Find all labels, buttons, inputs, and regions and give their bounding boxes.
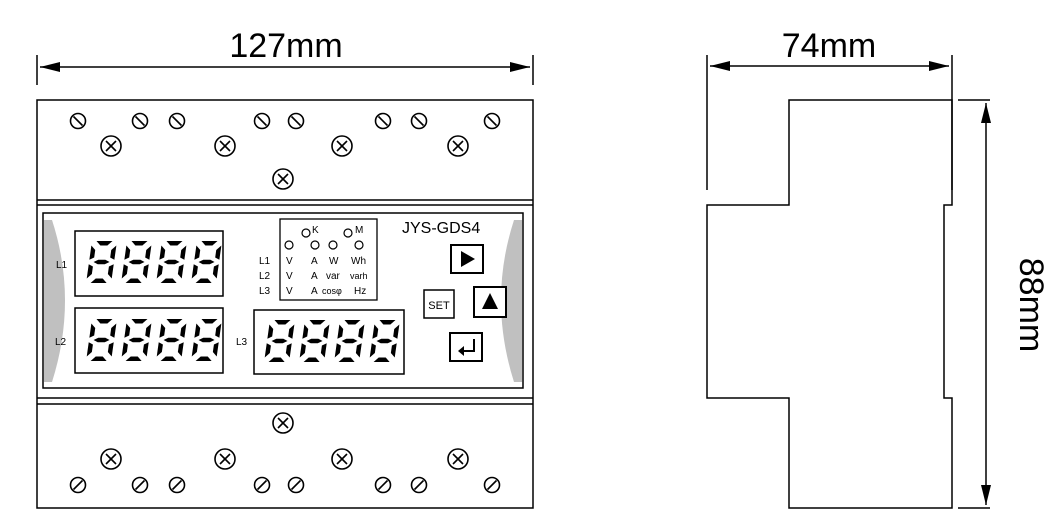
display-digit bbox=[121, 319, 152, 361]
mark-m: M bbox=[355, 225, 363, 236]
display-digit bbox=[121, 241, 152, 283]
slot-screw-icon bbox=[131, 476, 149, 494]
display-digit bbox=[86, 319, 117, 361]
row-l2-cell-4: varh bbox=[350, 271, 368, 281]
terminal-screws bbox=[69, 112, 501, 494]
right-side-shade bbox=[501, 220, 522, 382]
cross-screw-icon bbox=[447, 135, 469, 157]
indicator-panel: K M L1 V A W Wh L2 V A var varh L3 V A c… bbox=[259, 218, 378, 301]
row-phase-l2: L2 bbox=[259, 271, 271, 282]
indicator-led-w bbox=[328, 240, 338, 250]
cross-screw-icon bbox=[331, 448, 353, 470]
display-label-l3: L3 bbox=[236, 337, 248, 348]
display-digit bbox=[156, 241, 187, 283]
slot-screw-icon bbox=[374, 112, 392, 130]
display-window-l3: L3 bbox=[236, 309, 405, 375]
slot-screw-icon bbox=[253, 112, 271, 130]
cross-screw-icon bbox=[272, 412, 294, 434]
cross-screw-icon bbox=[100, 135, 122, 157]
display-digit bbox=[191, 319, 222, 361]
mark-k: K bbox=[312, 225, 319, 236]
row-l1-cell-2: A bbox=[311, 256, 318, 267]
digits-l3 bbox=[264, 320, 400, 362]
side-depth-label: 74mm bbox=[782, 27, 876, 65]
set-button[interactable]: SET bbox=[423, 289, 455, 319]
set-button-label: SET bbox=[428, 300, 450, 312]
display-window-l1: L1 bbox=[56, 230, 224, 297]
front-width-label: 127mm bbox=[229, 27, 342, 65]
display-digit bbox=[299, 320, 330, 362]
display-label-l2: L2 bbox=[55, 337, 67, 348]
cross-screw-icon bbox=[100, 448, 122, 470]
row-l3-cell-3: cosφ bbox=[322, 286, 342, 296]
indicator-led-k bbox=[301, 228, 311, 238]
indicator-led-a bbox=[310, 240, 320, 250]
slot-screw-icon bbox=[69, 112, 87, 130]
indicator-led-m bbox=[343, 228, 353, 238]
display-digit bbox=[191, 241, 222, 283]
row-l1-cell-1: V bbox=[286, 256, 293, 267]
slot-screw-icon bbox=[483, 476, 501, 494]
enter-return-icon bbox=[462, 339, 475, 352]
digits-l1 bbox=[86, 241, 222, 283]
side-height-label: 88mm bbox=[1012, 258, 1050, 352]
slot-screw-icon bbox=[253, 476, 271, 494]
row-l3-cell-1: V bbox=[286, 286, 293, 297]
row-l1-cell-3: W bbox=[329, 256, 339, 267]
up-button[interactable] bbox=[473, 286, 507, 318]
slot-screw-icon bbox=[168, 112, 186, 130]
cross-screw-icon bbox=[447, 448, 469, 470]
display-digit bbox=[264, 320, 295, 362]
cross-screw-icon bbox=[331, 135, 353, 157]
row-l1-cell-4: Wh bbox=[351, 256, 366, 267]
slot-screw-icon bbox=[131, 112, 149, 130]
row-l2-cell-3: var bbox=[326, 271, 341, 282]
display-digit bbox=[156, 319, 187, 361]
model-label: JYS-GDS4 bbox=[402, 220, 480, 237]
slot-screw-icon bbox=[410, 112, 428, 130]
display-digit bbox=[334, 320, 365, 362]
cross-screw-icon bbox=[214, 135, 236, 157]
front-view bbox=[36, 99, 534, 509]
slot-screw-icon bbox=[410, 476, 428, 494]
slot-screw-icon bbox=[287, 476, 305, 494]
display-label-l1: L1 bbox=[56, 260, 68, 271]
digits-l2 bbox=[86, 319, 222, 361]
slot-screw-icon bbox=[483, 112, 501, 130]
row-l2-cell-1: V bbox=[286, 271, 293, 282]
display-window-l2: L2 bbox=[55, 307, 224, 374]
cross-screw-icon bbox=[214, 448, 236, 470]
row-l3-cell-2: A bbox=[311, 286, 318, 297]
slot-screw-icon bbox=[168, 476, 186, 494]
next-button[interactable] bbox=[450, 244, 484, 274]
side-view bbox=[706, 55, 991, 509]
display-digit bbox=[369, 320, 400, 362]
left-side-shade bbox=[44, 220, 65, 382]
indicator-led-wh bbox=[354, 240, 364, 250]
up-triangle-icon bbox=[482, 293, 498, 309]
slot-screw-icon bbox=[287, 112, 305, 130]
indicator-led-v bbox=[284, 240, 294, 250]
slot-screw-icon bbox=[374, 476, 392, 494]
row-l3-cell-4: Hz bbox=[354, 286, 366, 297]
play-triangle-icon bbox=[461, 251, 475, 267]
enter-button[interactable] bbox=[449, 332, 483, 362]
display-digit bbox=[86, 241, 117, 283]
row-phase-l1: L1 bbox=[259, 256, 271, 267]
front-width-dimension: 127mm bbox=[36, 27, 534, 85]
row-phase-l3: L3 bbox=[259, 286, 271, 297]
cross-screw-icon bbox=[272, 168, 294, 190]
row-l2-cell-2: A bbox=[311, 271, 318, 282]
slot-screw-icon bbox=[69, 476, 87, 494]
